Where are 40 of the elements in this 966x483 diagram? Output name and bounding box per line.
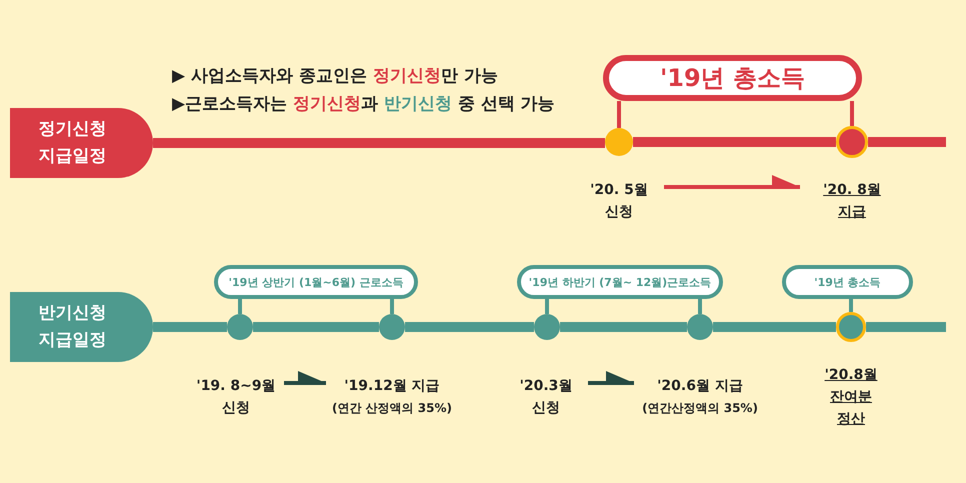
timeline-line (405, 322, 534, 332)
connector-line (238, 299, 242, 314)
note-text: (연간 산정액의 35%) (332, 400, 452, 417)
period-bubble: '19년 하반기 (7월~ 12월)근로소득 (517, 265, 723, 299)
arrow (284, 371, 326, 385)
date-text: '19.12월 지급 (344, 377, 440, 396)
date-text: '20.3월 신청 (504, 372, 588, 422)
connector-line (390, 299, 394, 314)
schedule-tab: 정기신청 지급일정 (10, 108, 153, 178)
arrow (588, 371, 634, 385)
timeline-dot (836, 312, 866, 342)
note-text: ▶ 사업소득자와 종교인은 정기신청만 가능 (172, 65, 498, 87)
period-bubble: '19년 총소득 (782, 265, 913, 299)
timeline-line (153, 322, 227, 332)
timeline-dot (379, 314, 405, 340)
timeline-line (713, 322, 836, 332)
timeline-dot (836, 126, 868, 158)
timeline-line (560, 322, 687, 332)
period-bubble: '19년 총소득 (603, 55, 862, 101)
timeline-dot (687, 314, 713, 340)
timeline-dot (534, 314, 560, 340)
connector-line (850, 101, 854, 126)
date-text: '20.6월 지급 (657, 377, 743, 396)
connector-line (698, 299, 702, 314)
period-bubble: '19년 상반기 (1월~6월) 근로소득 (214, 265, 418, 299)
note-text: ▶근로소득자는 정기신청과 반기신청 중 선택 가능 (172, 93, 555, 115)
arrow (664, 175, 800, 189)
connector-line (849, 299, 853, 312)
schedule-tab: 반기신청 지급일정 (10, 292, 153, 362)
timeline-line (253, 322, 379, 332)
timeline-dot (227, 314, 253, 340)
date-text: '19. 8~9월 신청 (188, 372, 284, 422)
connector-line (545, 299, 549, 314)
note-text: (연간산정액의 35%) (642, 400, 758, 417)
timeline-line (633, 137, 836, 147)
date-text: '20. 8월 지급 (800, 176, 904, 226)
date-text: '20. 5월 신청 (574, 176, 664, 226)
timeline-line (153, 138, 605, 148)
timeline-dot (605, 128, 633, 156)
connector-line (617, 101, 621, 128)
